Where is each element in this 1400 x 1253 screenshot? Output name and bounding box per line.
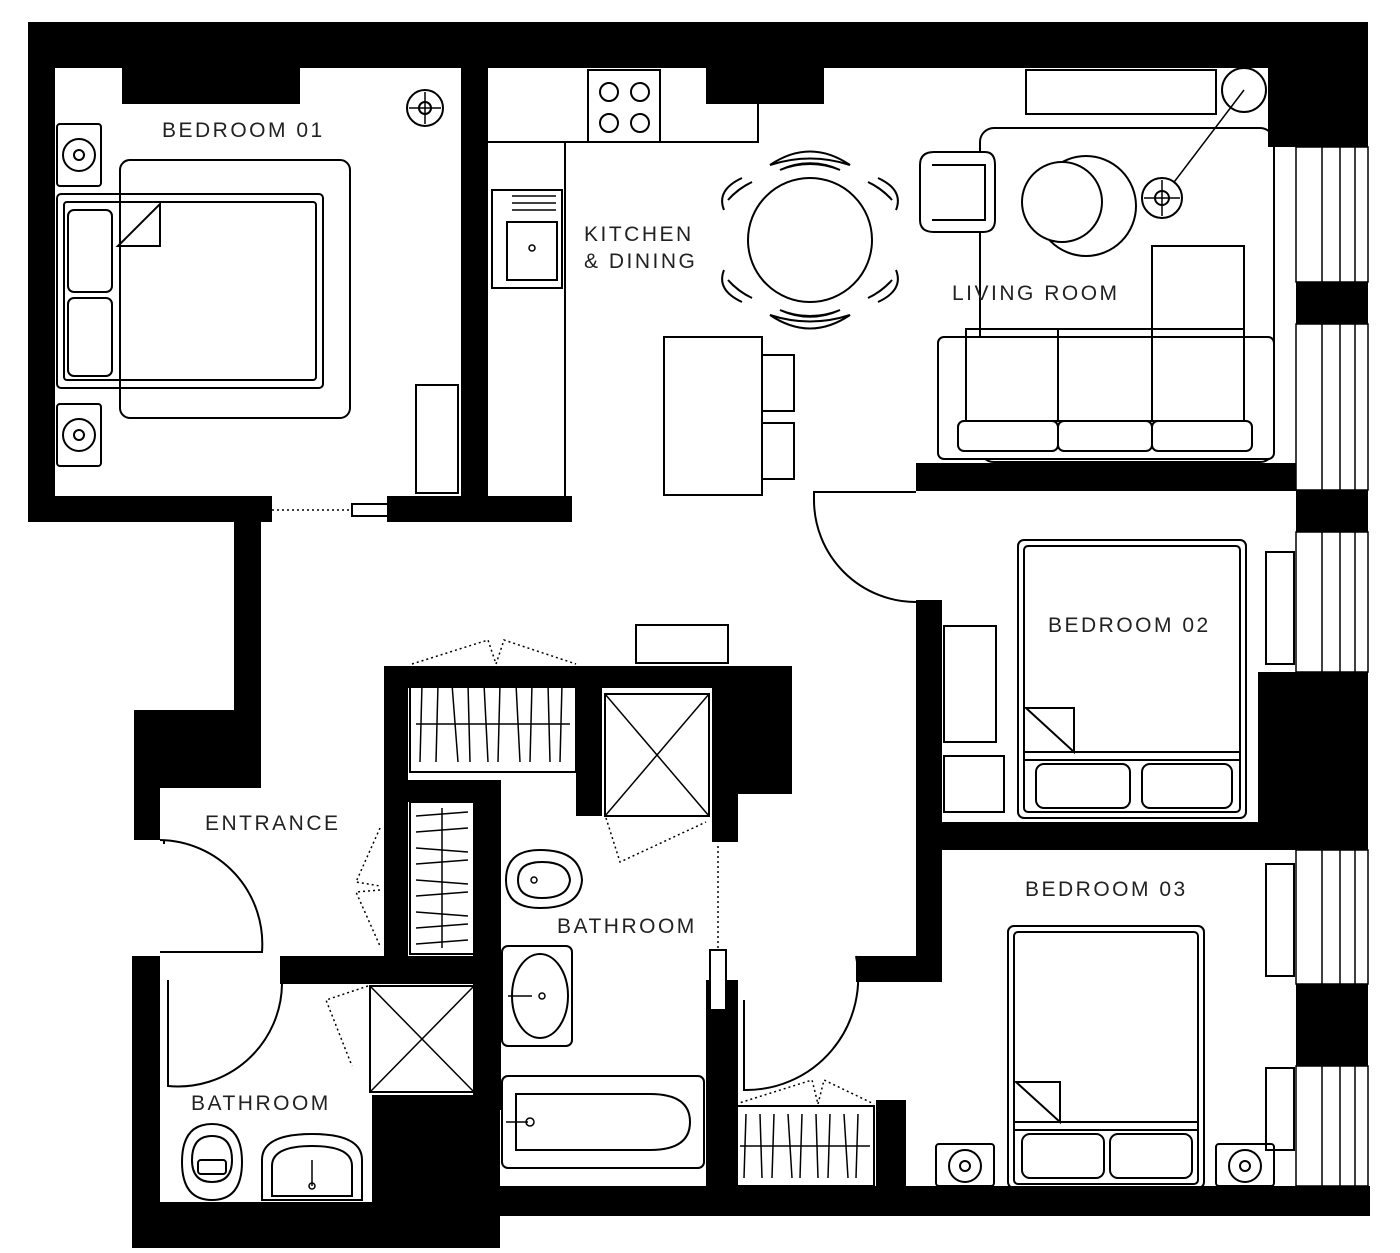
entrance-door-swing-icon [159,839,264,953]
bedside-table-icon [935,1143,995,1187]
bedroom-03: BEDROOM 03 [935,863,1295,1189]
bedside-table-icon [56,123,102,187]
living-room: LIVING ROOM [919,67,1275,463]
shower-icon [369,985,475,1093]
room-label-bedroom-01: BEDROOM 01 [162,119,325,142]
floor-lamp-icon [1161,67,1267,199]
chair-icon [943,755,1005,813]
room-label-bathroom-small: BATHROOM [191,1092,331,1115]
bedroom-01: BEDROOM 01 [56,89,459,517]
wardrobe-icon [415,384,459,494]
console-icon [635,624,729,664]
worktop [488,104,759,143]
hob-icon [587,69,661,143]
side-cabinet-icon [1265,551,1295,665]
bedside-table-icon [56,403,102,467]
room-label-bathroom-main: BATHROOM [557,915,697,938]
wardrobe-bottom [735,1078,875,1187]
bed-icon [1007,925,1205,1189]
bathroom-main: BATHROOM [501,693,860,1169]
downlight-icon [406,89,444,127]
room-label-dining: & DINING [584,250,697,273]
room-label-living: LIVING ROOM [952,282,1120,305]
door-swing-icon [167,980,283,1088]
basin-icon [261,1132,363,1201]
door-swing-icon [743,955,860,1092]
wardrobe-left [354,801,475,955]
shower-icon [604,693,710,817]
side-cabinet-icon [1265,1067,1295,1151]
toilet-icon [504,848,584,910]
room-label-bedroom-03: BEDROOM 03 [1025,878,1188,901]
wardrobe-top [409,639,577,773]
kitchen-dining: KITCHEN & DINING [488,69,899,496]
downlight-icon [1141,177,1183,219]
entrance: ENTRANCE [159,491,917,953]
tv-unit-icon [1025,69,1217,115]
coffee-table-icon [1021,155,1137,257]
side-cabinet-icon [1265,863,1295,977]
sink-icon [491,189,563,289]
room-label-entrance: ENTRANCE [205,812,341,835]
bed-icon [1017,539,1247,819]
bedside-table-icon [1215,1143,1275,1187]
toilet-icon [180,1122,244,1202]
room-label-kitchen: KITCHEN [584,223,694,246]
dining-table-icon [721,150,899,330]
room-label-bedroom-02: BEDROOM 02 [1048,614,1211,637]
windows [1295,146,1369,1187]
bed-icon [56,159,351,419]
walls [28,22,1370,1248]
bedroom-02: BEDROOM 02 [943,539,1295,819]
sofa-icon [937,245,1275,460]
kitchen-island-icon [663,336,795,496]
desk-icon [943,625,997,743]
basin-icon [501,945,573,1047]
armchair-icon [919,151,996,233]
rug-icon [979,127,1275,463]
door-swing-icon [813,491,917,603]
bathtub-icon [501,1075,705,1169]
bathroom-small: BATHROOM [167,980,475,1202]
